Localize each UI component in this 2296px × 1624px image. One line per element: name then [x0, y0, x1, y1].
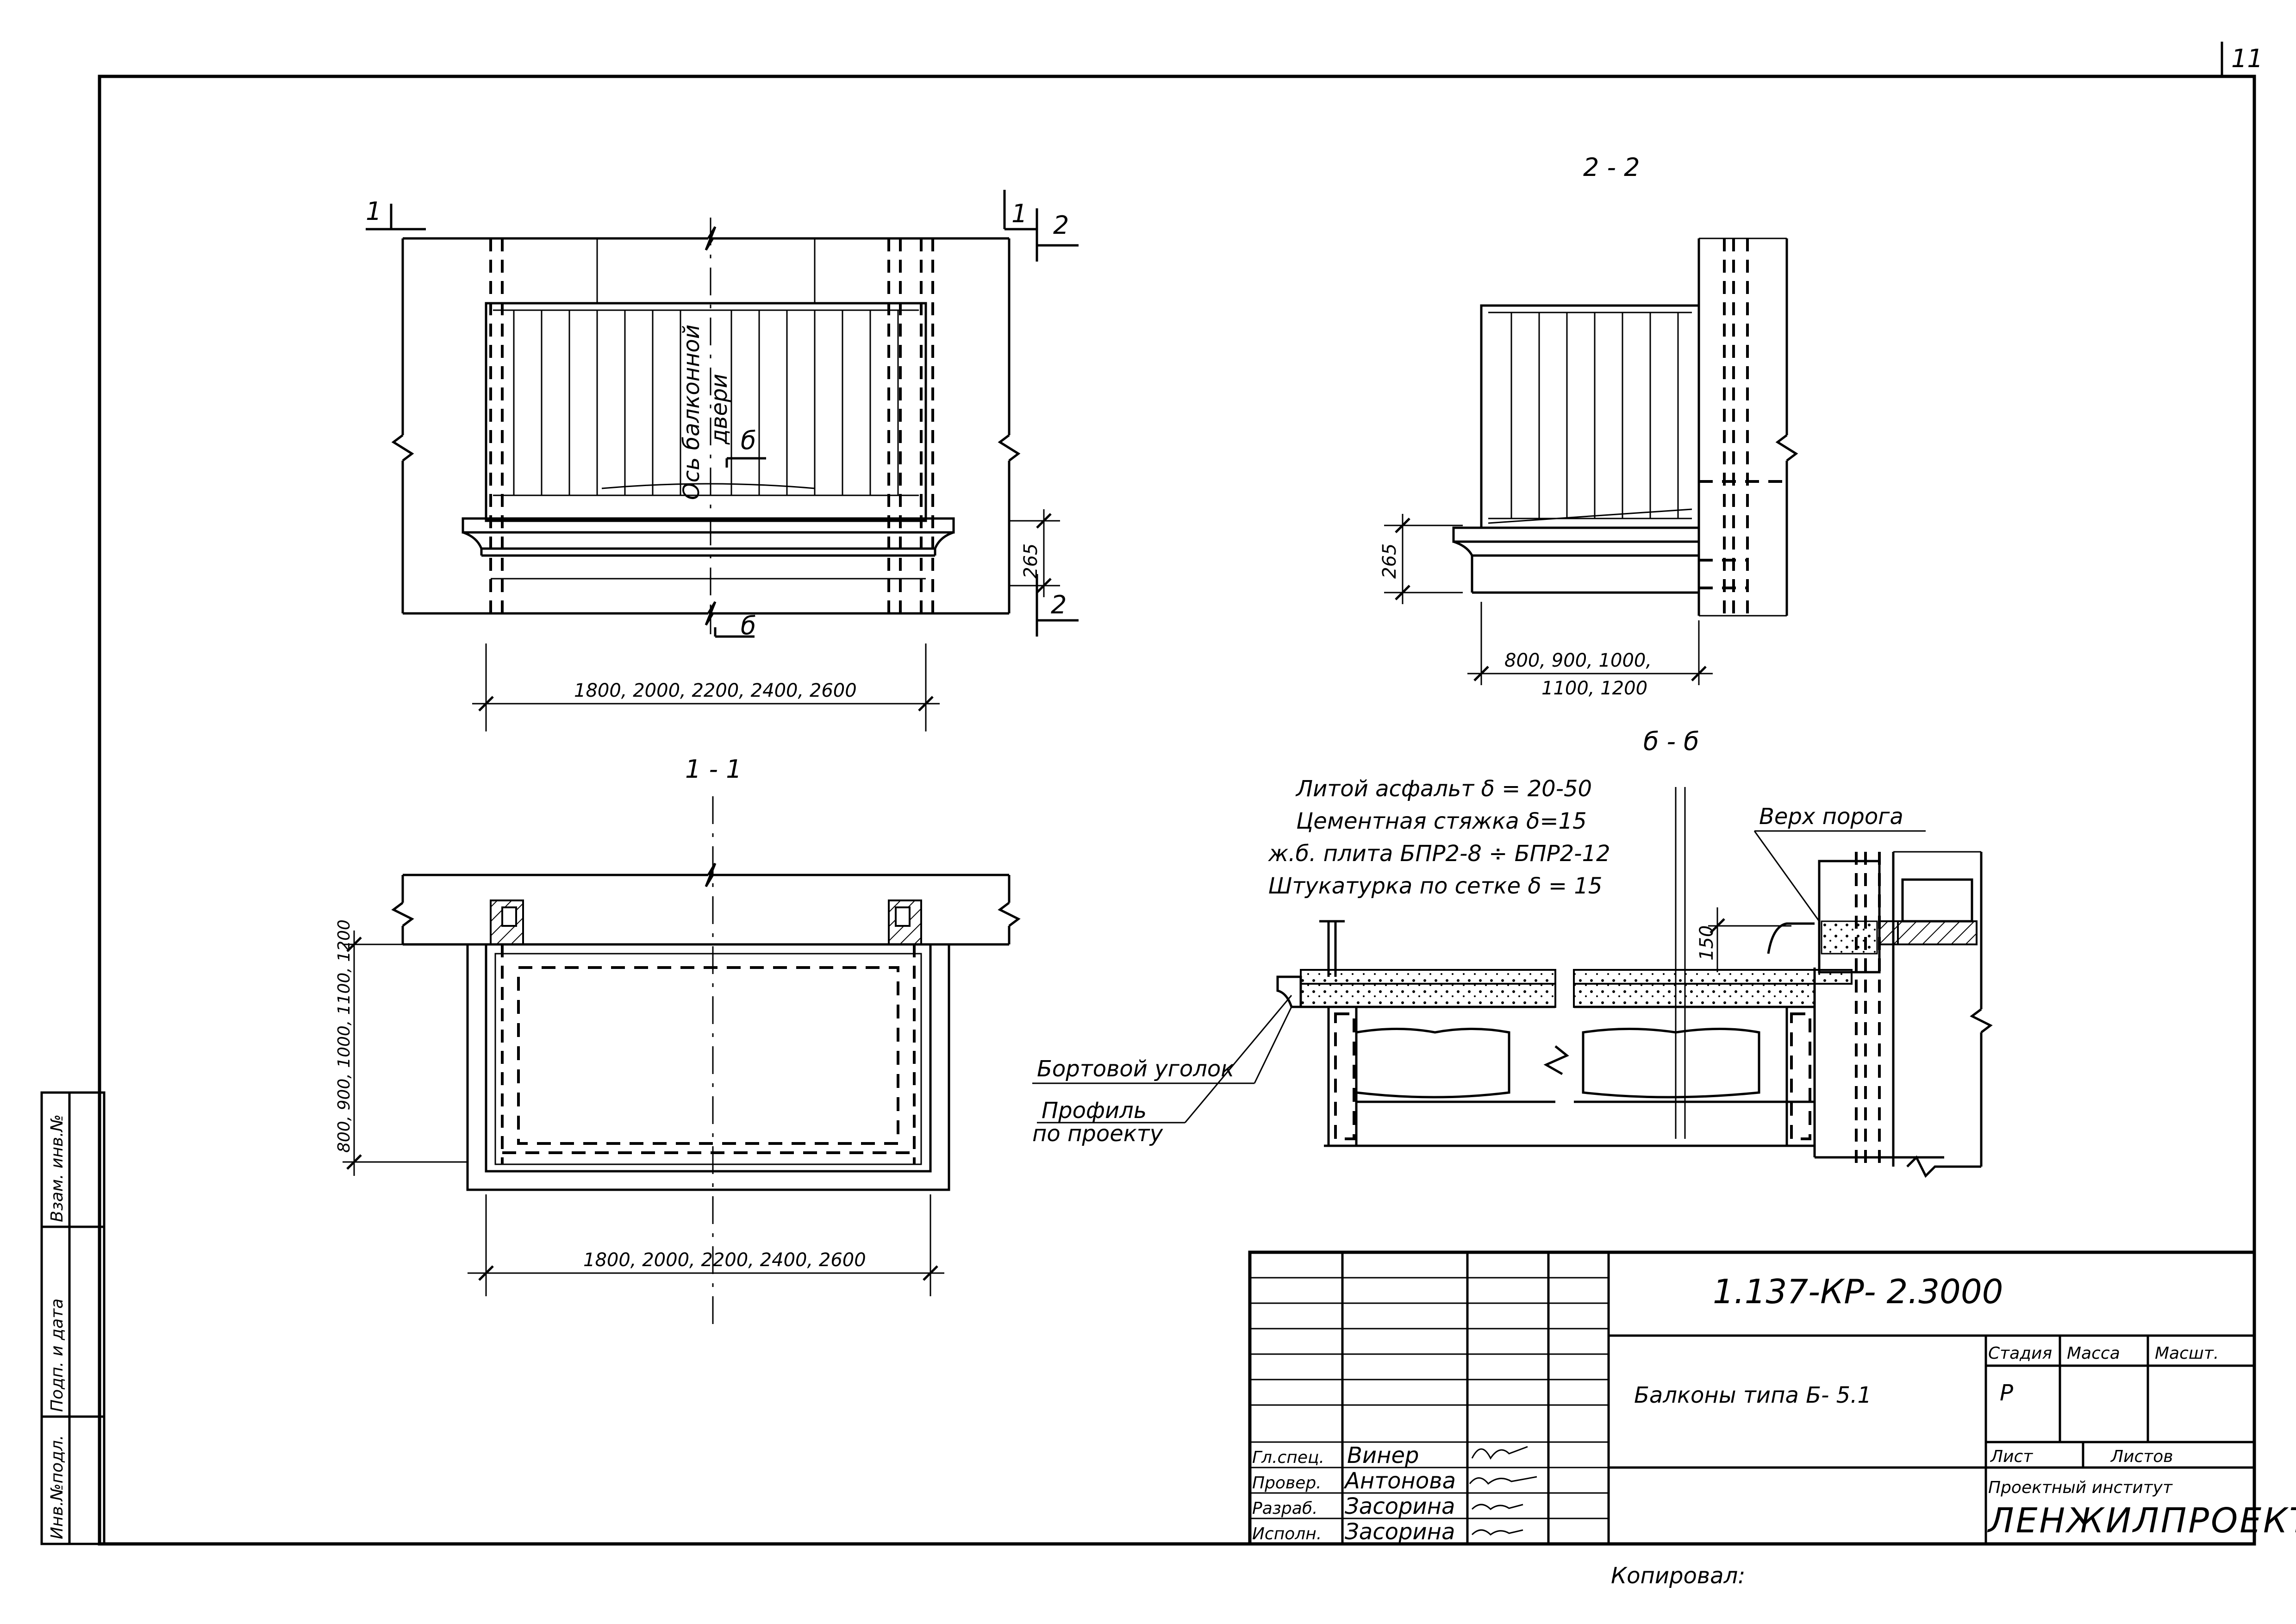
- sheet-number: 11: [2231, 44, 2263, 73]
- section-1-1-dim-width: 1800, 2000, 2200, 2400, 2600: [583, 1249, 866, 1271]
- edge-angle-label: Бортовой уголок: [1037, 1056, 1234, 1082]
- sig-role-3: Разраб.: [1252, 1499, 1317, 1518]
- section-mark-b-bottom: б: [741, 611, 756, 640]
- elevation-dim-height: 265: [1020, 543, 1042, 579]
- title-block: Гл.спец. Винер Провер. Антонова Разраб. …: [1248, 1250, 2296, 1546]
- col-mass: Масса: [2067, 1344, 2120, 1363]
- threshold-label: Верх порога: [1759, 804, 1903, 830]
- stamp-vzam-inv: Взам. инв.№: [48, 1114, 67, 1222]
- col-scale: Масшт.: [2155, 1344, 2219, 1363]
- sig-role-2: Провер.: [1252, 1474, 1322, 1493]
- sig-name-3: Засорина: [1345, 1493, 1455, 1519]
- door-axis-label-2: двери: [706, 374, 732, 445]
- railing-balusters: [513, 310, 899, 495]
- org-logo: ЛЕНЖИЛПРОЕКТ: [1987, 1501, 2296, 1541]
- section-2-2: 2 - 2 265: [1379, 153, 1798, 699]
- side-stamp: Инв.№подл. Подп. и дата Взам. инв.№: [40, 1091, 106, 1545]
- elevation-dim-width: 1800, 2000, 2200, 2400, 2600: [574, 680, 857, 701]
- cut-mark-1-left: 1: [366, 197, 381, 226]
- section-1-1-title: 1 - 1: [685, 755, 742, 784]
- section-1-1-dim-height: 800, 900, 1000, 1100, 1200: [335, 919, 354, 1153]
- profile-label-1: Профиль: [1042, 1098, 1147, 1124]
- layer-3-label: ж.б. плита БПР2-8 ÷ БПР2-12: [1268, 841, 1610, 867]
- cut-mark-2-bottom: 2: [1051, 590, 1067, 619]
- cut-mark-2-top: 2: [1053, 211, 1069, 240]
- sig-name-2: Антонова: [1343, 1468, 1456, 1494]
- section-mark-b-top: б: [741, 426, 756, 455]
- layer-4-label: Штукатурка по сетке δ = 15: [1268, 873, 1602, 899]
- copied-by-label: Копировал:: [1611, 1563, 1745, 1589]
- org-line-1: Проектный институт: [1988, 1478, 2173, 1497]
- section-2-2-title: 2 - 2: [1583, 153, 1640, 182]
- section-2-2-dim-height: 265: [1379, 543, 1400, 579]
- profile-label-2: по проекту: [1032, 1121, 1163, 1147]
- sig-name-4: Засорина: [1345, 1519, 1455, 1545]
- sig-name-1: Винер: [1347, 1443, 1419, 1468]
- stage-value: Р: [2000, 1380, 2013, 1406]
- section-b-b-title: б - б: [1643, 727, 1699, 756]
- sig-role-4: Исполн.: [1252, 1524, 1322, 1543]
- dim-150: 150: [1696, 925, 1717, 961]
- layer-1-label: Литой асфальт δ = 20-50: [1295, 776, 1592, 802]
- door-axis-label-1: Ось балконной: [679, 325, 705, 500]
- stamp-podp-data: Подп. и дата: [48, 1299, 67, 1412]
- section-2-2-dim-width-1: 800, 900, 1000,: [1504, 650, 1652, 671]
- sheet-frame: 11: [98, 42, 2263, 1546]
- sig-role-1: Гл.спец.: [1252, 1448, 1324, 1467]
- doc-name: Балконы типа Б- 5.1: [1634, 1382, 1872, 1408]
- section-b-b: б - б Литой асфальт δ = 20-50 Цементная …: [1032, 727, 1993, 1178]
- section-1-1: 1 - 1 800, 900, 1000, 1100, 1200: [335, 755, 1021, 1333]
- section-2-2-dim-width-2: 1100, 1200: [1541, 678, 1647, 699]
- doc-code: 1.137-КР- 2.3000: [1713, 1272, 2003, 1311]
- layer-2-label: Цементная стяжка δ=15: [1296, 808, 1587, 834]
- col-stage: Стадия: [1988, 1344, 2052, 1363]
- sheets-label: Листов: [2110, 1447, 2173, 1466]
- sheet-label: Лист: [1990, 1447, 2033, 1466]
- stamp-inv-podl: Инв.№подл.: [48, 1435, 67, 1539]
- cut-mark-1-right: 1: [1011, 199, 1027, 228]
- signature-marks: [1469, 1446, 1537, 1536]
- elevation-view: Ось балконной двери б б 1 1 2 2 265: [366, 190, 1079, 731]
